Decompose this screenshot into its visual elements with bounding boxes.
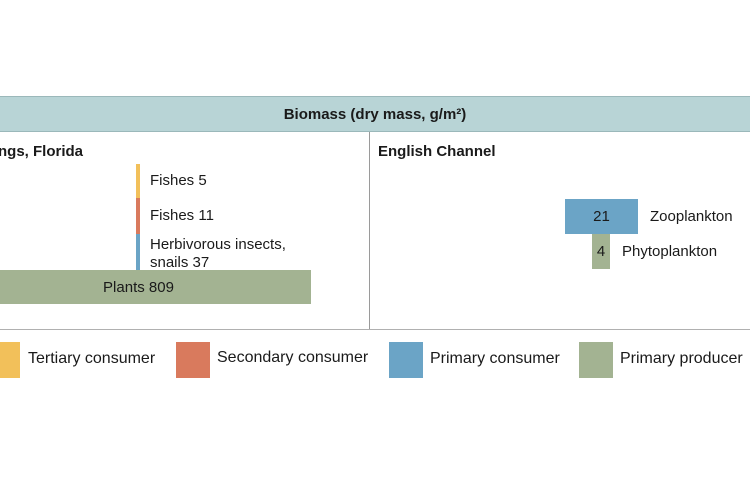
- phytoplankton-value: 4: [596, 243, 606, 260]
- left-panel-title: ngs, Florida: [0, 143, 84, 160]
- bar-zooplankton: 21: [565, 199, 638, 234]
- diagram-title: Biomass (dry mass, g/m²): [283, 106, 467, 123]
- legend-label-tertiary: Tertiary consumer: [28, 350, 156, 367]
- legend-swatch-producer: [579, 342, 613, 378]
- label-producer-plants: Plants 809: [103, 278, 174, 296]
- label-tertiary-fishes: Fishes 5: [150, 172, 207, 189]
- legend-label-producer: Primary producer: [620, 350, 743, 367]
- label-secondary-fishes: Fishes 11: [150, 207, 214, 224]
- bar-phytoplankton: 4: [592, 234, 610, 269]
- legend-swatch-tertiary: [0, 342, 20, 378]
- bar-producer-plants: Plants 809: [0, 270, 311, 304]
- label-primary-herbivores-line1: Herbivorous insects,: [150, 236, 286, 253]
- bar-primary-herbivores: [136, 234, 140, 270]
- legend-label-primary: Primary consumer: [430, 350, 560, 367]
- legend-swatch-secondary: [176, 342, 210, 378]
- label-phytoplankton: Phytoplankton: [622, 243, 718, 260]
- label-zooplankton: Zooplankton: [650, 208, 733, 225]
- bar-tertiary-fishes: [136, 164, 140, 198]
- bar-secondary-fishes: [136, 198, 140, 234]
- biomass-header-bar: Biomass (dry mass, g/m²): [0, 96, 750, 132]
- label-primary-herbivores-line2: snails 37: [150, 254, 210, 271]
- panel-divider: [369, 132, 370, 330]
- zooplankton-value: 21: [593, 208, 610, 225]
- legend-divider: [0, 329, 750, 330]
- legend-swatch-primary: [389, 342, 423, 378]
- right-panel-title: English Channel: [378, 143, 496, 160]
- legend-label-secondary: Secondary consumer: [217, 349, 369, 366]
